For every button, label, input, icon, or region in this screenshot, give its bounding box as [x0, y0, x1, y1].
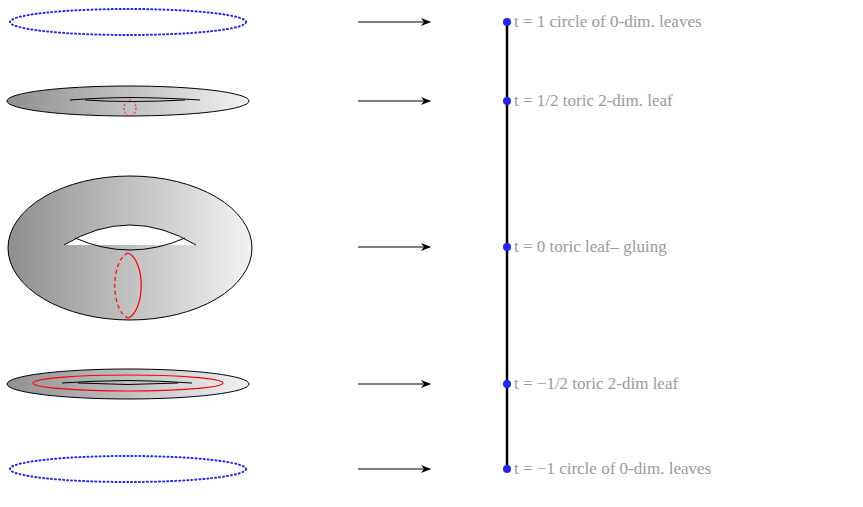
flat-torus [7, 369, 249, 399]
level-label: t = −1/2 toric 2-dim leaf [512, 374, 680, 394]
red-cycle [124, 100, 136, 116]
level-label: t = −1 circle of 0-dim. leaves [512, 459, 713, 479]
axis-dot [503, 18, 511, 473]
dotted-circle [10, 456, 246, 482]
torus [8, 176, 252, 320]
flat-torus [7, 86, 249, 116]
level-label: t = 0 toric leaf– gluing [512, 237, 669, 257]
red-cycle [128, 253, 141, 318]
red-cycle [33, 375, 223, 391]
dotted-circle [10, 9, 246, 35]
level-label: t = 1/2 toric 2-dim. leaf [512, 91, 675, 111]
level-label: t = 1 circle of 0-dim. leaves [512, 12, 704, 32]
map-arrow [358, 22, 430, 469]
